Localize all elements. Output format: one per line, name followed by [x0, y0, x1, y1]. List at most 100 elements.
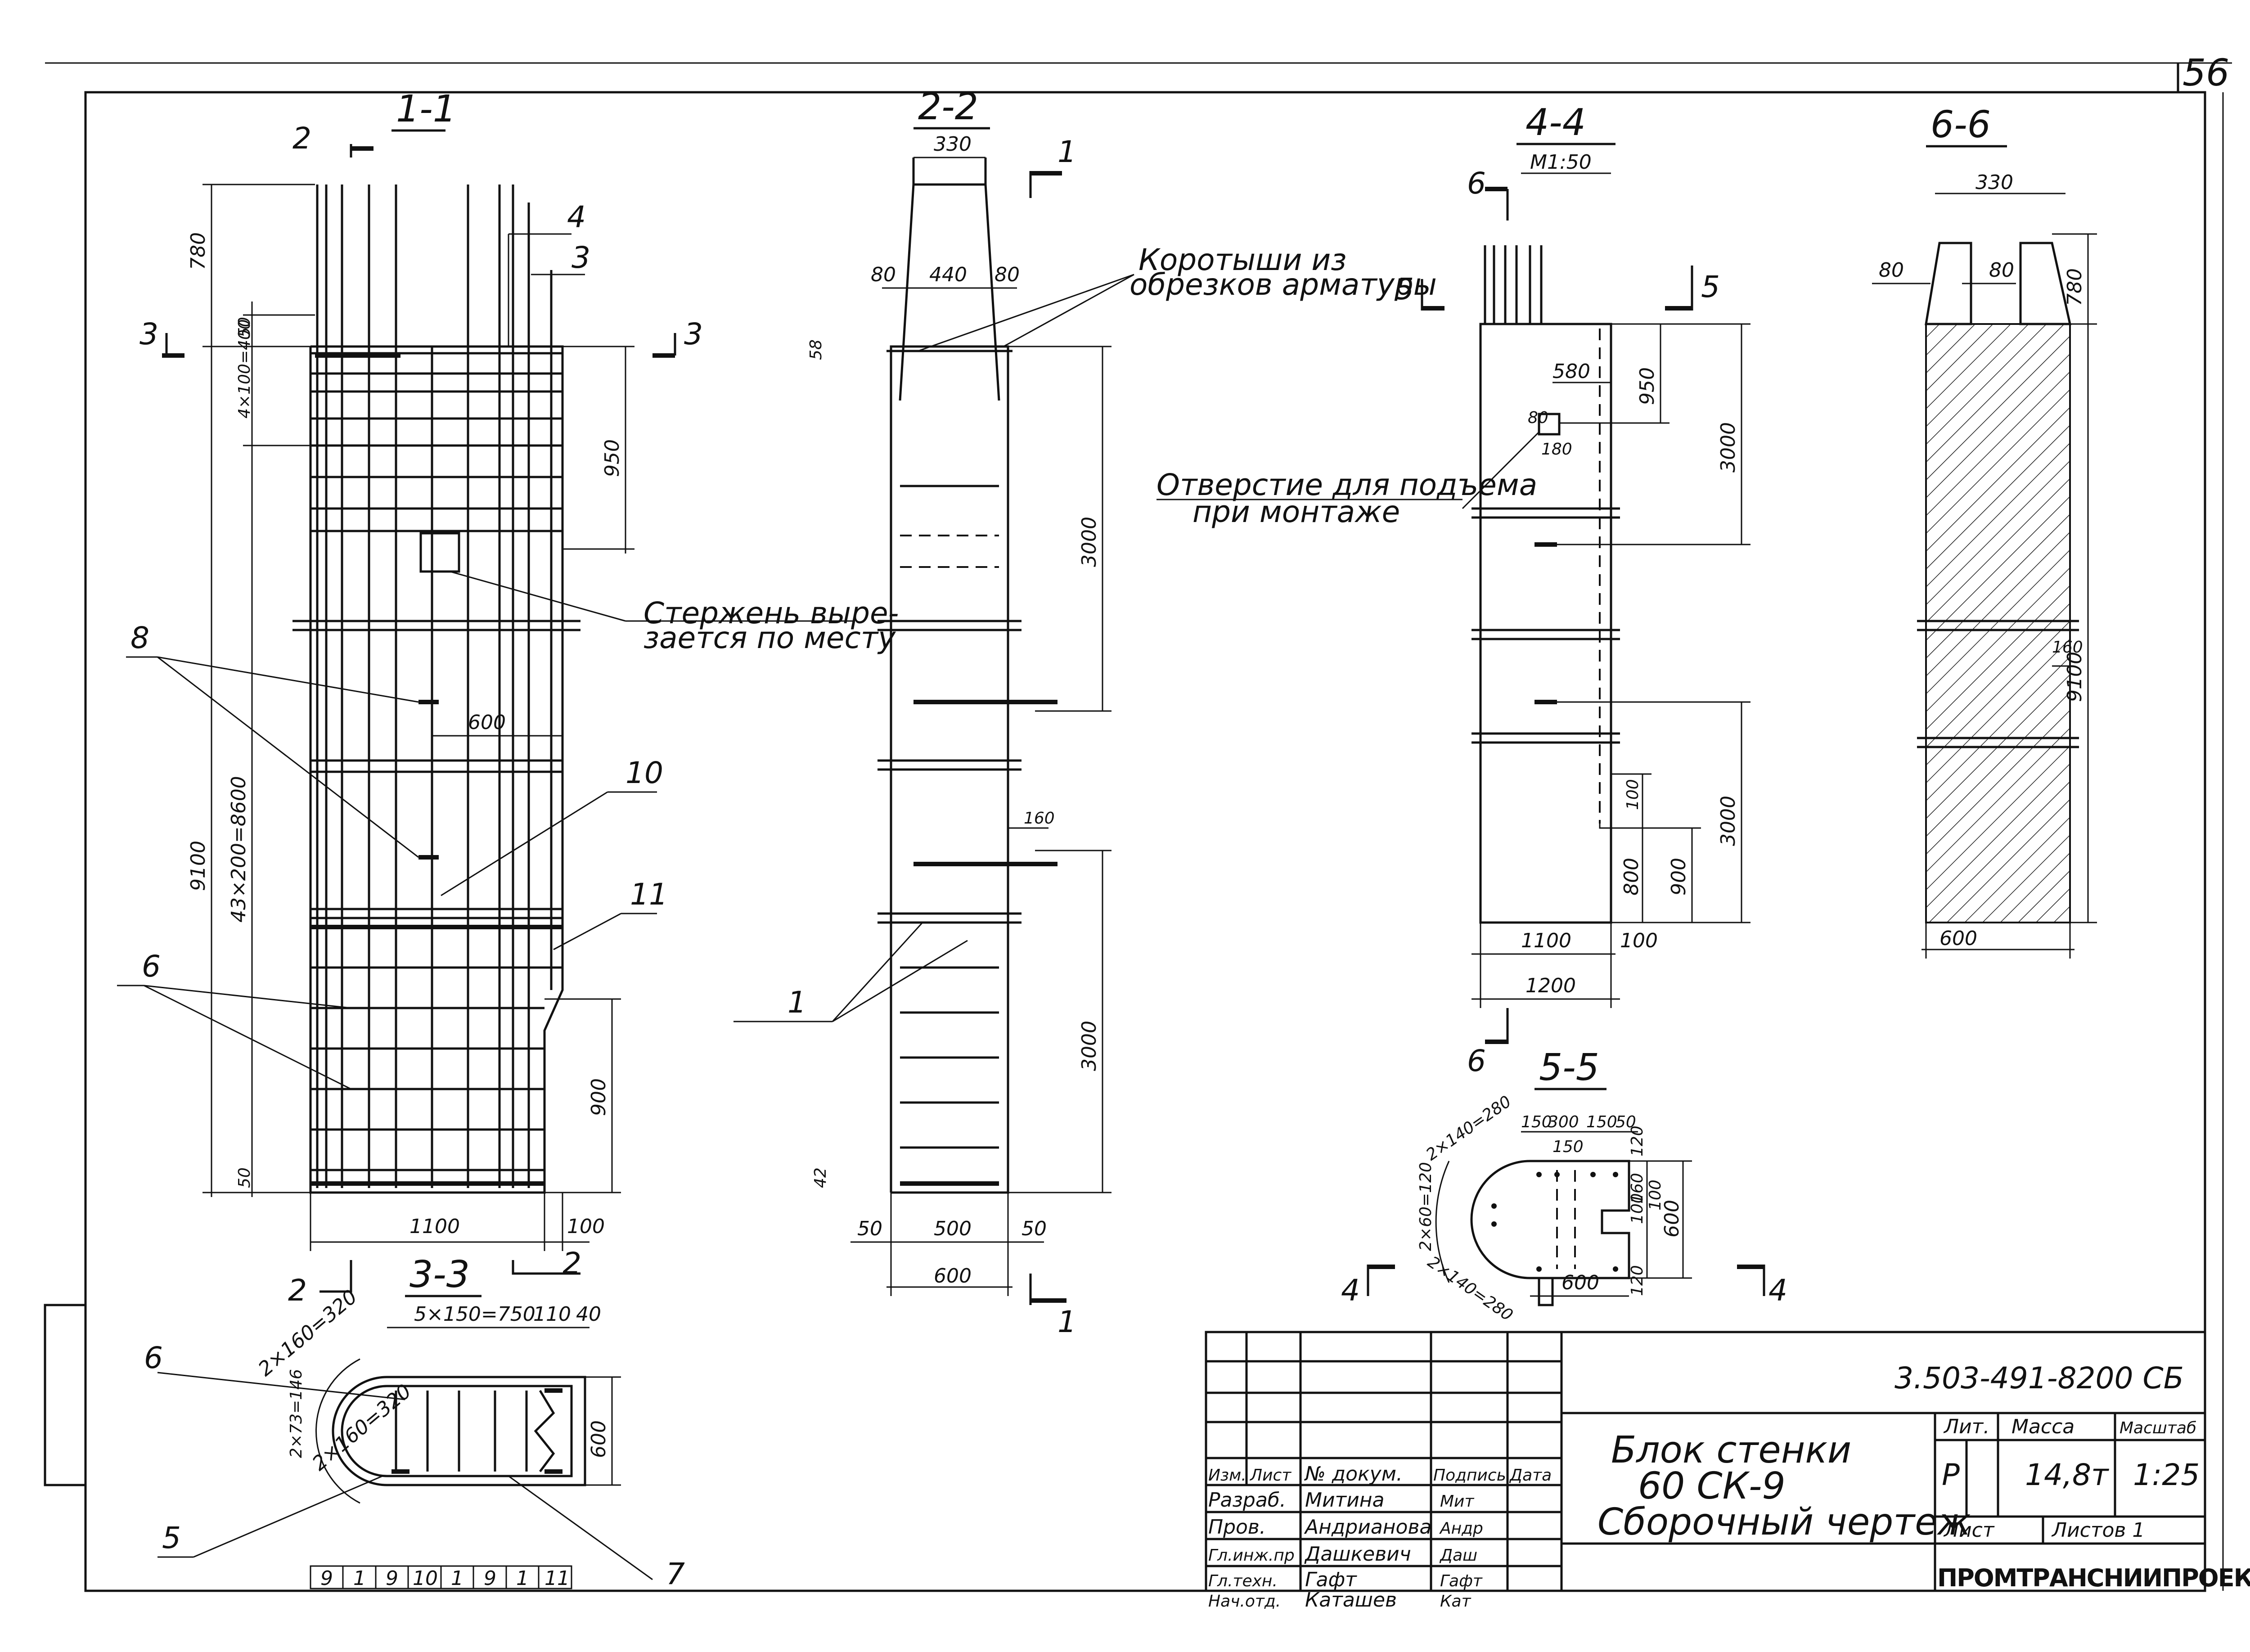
staff-name-3: Дашкевич [1304, 1543, 1411, 1566]
dim-50: 50 [1616, 1113, 1636, 1131]
dim-150-c: 150 [1552, 1138, 1584, 1156]
section-6-6-title: 6-6 [1930, 104, 1991, 146]
sheet-label: Лист [1943, 1519, 1995, 1542]
cut-mark-2-top: 2 [292, 121, 311, 156]
dim-600: 600 [468, 711, 506, 734]
dim-80-right: 80 [994, 263, 1020, 286]
dim-100-a: 100 [1628, 1193, 1647, 1224]
legend-cell-1: 9 [320, 1567, 333, 1590]
dim-80: 80 [1528, 409, 1548, 427]
staff-name-1: Митина [1305, 1489, 1385, 1512]
cut-mark-3-right: 3 [684, 317, 703, 351]
section-4-4: 4-4 М1:50 580 80 180 950 3000 [1156, 101, 1750, 1078]
dim-43x200: 43×200=8600 [227, 776, 250, 923]
staff-role-4: Гл.техн. [1208, 1572, 1278, 1590]
dim-150-a: 150 [1521, 1113, 1552, 1131]
cut-mark-5-left: 5 [1395, 272, 1414, 306]
document-code: 3.503-491-8200 СБ [1894, 1361, 2184, 1395]
section-3-3-title: 3-3 [410, 1253, 470, 1296]
organization-name: ПРОМТРАНСНИИПРОЕКТ [1937, 1564, 2250, 1592]
dim-5x150: 5×150=750 [414, 1303, 536, 1326]
dim-600: 600 [934, 1265, 972, 1287]
cut-mark-6-bottom: 6 [1467, 1044, 1486, 1078]
vertical-rebars [316, 185, 553, 1188]
section-1-1-title: 1-1 [396, 88, 456, 131]
dim-3000-4-4-upper: 3000 [1717, 422, 1740, 473]
position-3: 3 [572, 240, 590, 275]
sheet-number: 56 [2182, 52, 2229, 95]
dim-150-b: 150 [1586, 1113, 1617, 1131]
section-3-3-outline [332, 1376, 586, 1486]
dim-1100-4-4: 1100 [1521, 929, 1571, 952]
dim-160-5-5: 160 [1628, 1173, 1647, 1204]
header-list: Лист [1249, 1466, 1292, 1485]
dim-440: 440 [929, 263, 967, 286]
position-4: 4 [567, 200, 586, 234]
legend-cell-5: 1 [451, 1567, 464, 1590]
cut-mark-2-right: 2 [562, 1246, 581, 1281]
legend-cell-4: 10 [413, 1567, 438, 1590]
position-11: 11 [630, 877, 668, 912]
legend-cell-7: 1 [516, 1567, 529, 1590]
dim-80-6-6-right: 80 [1989, 259, 2014, 282]
lifting-hole-4-4 [1538, 413, 1561, 436]
dim-9100: 9100 [187, 841, 210, 891]
cut-mark-4-left: 4 [1341, 1273, 1360, 1308]
dim-900-4-4: 900 [1667, 858, 1690, 896]
dim-600-5-5-horiz: 600 [1562, 1271, 1599, 1294]
position-5: 5 [162, 1521, 181, 1555]
position-1: 1 [788, 985, 806, 1020]
scale-label: Масштаб [2120, 1419, 2196, 1437]
section-5-5: 5-5 150 300 150 50 150 2×140=280 2×60=12… [1341, 1046, 1787, 1325]
dim-2x73: 2×73=146 [287, 1369, 306, 1458]
dim-1200: 1200 [1526, 974, 1576, 997]
lit-label: Лит. [1943, 1415, 1989, 1438]
section-2-2: 2-2 330 80 440 80 58 3000 [734, 86, 1437, 1339]
note-bar-cut-line1: Стержень выре- [644, 596, 899, 630]
staff-role-2: Пров. [1208, 1516, 1266, 1539]
staff-name-4: Гафт [1305, 1568, 1357, 1591]
cut-mark-4-right: 4 [1768, 1273, 1787, 1308]
cut-mark-6-top: 6 [1467, 166, 1486, 201]
dim-100-4-4: 100 [1624, 779, 1642, 810]
staff-sign-4: Гафт [1440, 1572, 1483, 1590]
section-1-1: 1-1 [117, 88, 899, 1308]
staff-sign-5: Кат [1440, 1592, 1472, 1611]
legend-cell-3: 9 [386, 1567, 398, 1590]
cut-mark-1-bottom: 1 [1058, 1305, 1076, 1339]
position-8: 8 [130, 621, 149, 655]
section-5-5-outline [1470, 1160, 1630, 1279]
header-sign: Подпись [1433, 1466, 1506, 1485]
staff-sign-1: Мит [1440, 1492, 1474, 1511]
staff-name-5: Каташев [1305, 1589, 1397, 1611]
header-doc-no: № докум. [1304, 1463, 1403, 1485]
dim-800: 800 [1620, 858, 1643, 896]
dim-50-bottom: 50 [235, 1167, 254, 1188]
scale-value: 1:25 [2133, 1458, 2200, 1492]
mass-value: 14,8т [2025, 1458, 2110, 1492]
dim-900: 900 [587, 1078, 610, 1116]
dim-780-6-6: 780 [2063, 268, 2086, 306]
dim-500: 500 [934, 1217, 972, 1240]
dim-58: 58 [807, 339, 825, 360]
section-3-3: 3-3 5×150=750 110 40 2×160=320 2×73=146 … [144, 1253, 685, 1591]
cut-mark-3-left: 3 [140, 317, 158, 351]
legend-cell-2: 1 [353, 1567, 366, 1590]
staff-role-5: Нач.отд. [1208, 1592, 1281, 1611]
scale-4-4: М1:50 [1530, 151, 1592, 174]
dim-4x100: 4×100=400 [235, 319, 254, 419]
dim-9100-6-6: 9100 [2063, 652, 2086, 702]
horizontal-rebars [292, 352, 580, 1186]
drawing-name-line1: Блок стенки [1611, 1429, 1851, 1472]
section-4-4-title: 4-4 [1526, 101, 1586, 144]
dim-50-left: 50 [857, 1217, 882, 1240]
dim-100: 100 [567, 1215, 605, 1238]
section-5-5-title: 5-5 [1539, 1046, 1599, 1089]
sheet-frame: 56 [44, 52, 2232, 1592]
dim-1100: 1100 [410, 1215, 460, 1238]
dim-2x140-top: 2×140=280 [1423, 1092, 1515, 1164]
section-6-6-hatch [1925, 323, 2071, 923]
note-stubs-line2: обрезков арматуры [1130, 267, 1437, 302]
cut-mark-1-top: 1 [1058, 135, 1076, 169]
dim-330-6-6: 330 [1976, 171, 2013, 194]
